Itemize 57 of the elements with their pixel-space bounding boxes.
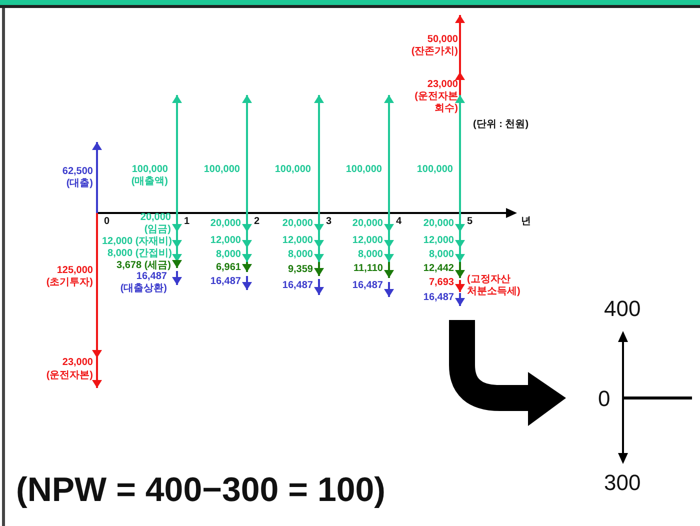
amount-label: 8,000 [358, 249, 383, 261]
year-label: 0 [104, 216, 110, 228]
amount-label: 23,000 [427, 79, 458, 91]
amount-label: 8,000 [216, 249, 241, 261]
amount-label: 3,678 (세금) [116, 260, 171, 272]
year-label: 3 [326, 216, 332, 228]
amount-label: 20,000 [140, 212, 171, 224]
amount-label: 12,000 [423, 235, 454, 247]
amount-label: 6,961 [216, 262, 241, 274]
amount-label: 12,000 [210, 235, 241, 247]
amount-label: 100,000 [132, 164, 168, 176]
amount-label: 16,487 [352, 280, 383, 292]
amount-label: 20,000 [423, 218, 454, 230]
item-label: (초기투자) [46, 277, 93, 289]
axis-value-label: 0 [598, 386, 610, 412]
formula-text: (NPW = 400−300 = 100) [16, 470, 386, 511]
amount-label: 8,000 [428, 249, 454, 261]
item-label: (임금) [144, 224, 171, 236]
amount-label: 100,000 [416, 164, 453, 176]
amount-label: 16,487 [210, 276, 241, 288]
amount-label: 50,000 [427, 34, 458, 46]
amount-label: 16,487 [423, 292, 454, 304]
amount-label: 23,000 [62, 357, 93, 369]
amount-label: 20,000 [210, 218, 241, 230]
amount-label: 12,000 [352, 235, 383, 247]
axis-unit-label: 년 [521, 216, 531, 228]
item-label: (운전자본 회수) [414, 91, 458, 115]
item-label: (대출) [66, 178, 93, 190]
amount-label: 100,000 [346, 164, 382, 176]
amount-label: 16,487 [282, 280, 313, 292]
item-label: (매출액) [131, 176, 168, 188]
year-label: 4 [396, 216, 402, 228]
amount-label: 12,000 [282, 235, 313, 247]
axis-value-label: 300 [604, 470, 641, 496]
amount-label: 100,000 [274, 164, 311, 176]
amount-label: 20,000 [282, 218, 313, 230]
amount-label: 16,487 [136, 271, 167, 283]
amount-label: 100,000 [204, 164, 240, 176]
year-label: 2 [254, 216, 260, 228]
unit-note: (단위 : 천원) [473, 119, 529, 131]
amount-label: 62,500 [62, 166, 93, 178]
amount-label: 7,693 [428, 277, 454, 289]
year-label: 5 [467, 216, 473, 228]
amount-label: 9,359 [288, 264, 313, 276]
amount-label: 11,110 [354, 263, 383, 275]
item-label: (고정자산 처분소득세) [467, 274, 522, 298]
item-label: (잔존가치) [411, 46, 458, 58]
amount-label: 12,000 (자재비) [102, 236, 172, 248]
amount-label: 8,000 [288, 249, 313, 261]
item-label: (대출상환) [120, 283, 167, 295]
amount-label: 8,000 (간접비) [108, 248, 172, 260]
axis-value-label: 400 [604, 296, 641, 322]
amount-label: 12,442 [423, 263, 454, 275]
amount-label: 20,000 [352, 218, 383, 230]
amount-label: 125,000 [56, 265, 93, 277]
year-label: 1 [184, 216, 190, 228]
item-label: (운전자본) [46, 370, 93, 382]
